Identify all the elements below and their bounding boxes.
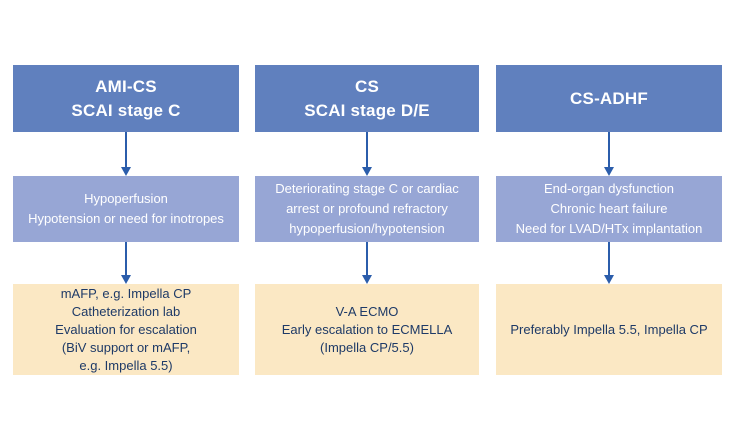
header-box: AMI-CS SCAI stage C [13, 65, 239, 132]
arrow-stem [366, 132, 368, 167]
treatment-label: Preferably Impella 5.5, Impella CP [510, 321, 708, 337]
treatment-box: V-A ECMO Early escalation to ECMELLA (Im… [255, 284, 479, 375]
arrow-head [604, 275, 614, 284]
treatment-box: mAFP, e.g. Impella CP Catheterization la… [13, 284, 239, 375]
arrow-stem [608, 132, 610, 167]
criteria-box: Hypoperfusion Hypotension or need for in… [13, 176, 239, 242]
arrow-stem [125, 132, 127, 167]
arrow-head [121, 275, 131, 284]
treatment-label: mAFP, e.g. Impella CP Catheterization la… [55, 285, 197, 373]
arrow-head [604, 167, 614, 176]
criteria-box: Deteriorating stage C or cardiac arrest … [255, 176, 479, 242]
header-label: CS-ADHF [570, 88, 648, 108]
criteria-box: End-organ dysfunction Chronic heart fail… [496, 176, 722, 242]
criteria-label: Hypoperfusion Hypotension or need for in… [28, 191, 224, 226]
arrow-head [362, 167, 372, 176]
down-arrow-icon [361, 132, 373, 176]
header-label: CS SCAI stage D/E [304, 76, 430, 120]
flow-column-ami-cs: AMI-CS SCAI stage C Hypoperfusion Hypote… [13, 0, 239, 442]
criteria-label: Deteriorating stage C or cardiac arrest … [275, 181, 459, 236]
arrow-head [362, 275, 372, 284]
arrow-head [121, 167, 131, 176]
down-arrow-icon [603, 242, 615, 284]
treatment-box: Preferably Impella 5.5, Impella CP [496, 284, 722, 375]
treatment-label: V-A ECMO Early escalation to ECMELLA (Im… [281, 303, 453, 355]
down-arrow-icon [120, 132, 132, 176]
arrow-stem [366, 242, 368, 275]
flow-column-cs-adhf: CS-ADHF End-organ dysfunction Chronic he… [496, 0, 722, 442]
header-box: CS-ADHF [496, 65, 722, 132]
down-arrow-icon [120, 242, 132, 284]
header-box: CS SCAI stage D/E [255, 65, 479, 132]
arrow-stem [125, 242, 127, 275]
header-label: AMI-CS SCAI stage C [71, 76, 181, 120]
criteria-label: End-organ dysfunction Chronic heart fail… [515, 181, 703, 236]
down-arrow-icon [603, 132, 615, 176]
down-arrow-icon [361, 242, 373, 284]
arrow-stem [608, 242, 610, 275]
flow-column-cs: CS SCAI stage D/E Deteriorating stage C … [255, 0, 479, 442]
